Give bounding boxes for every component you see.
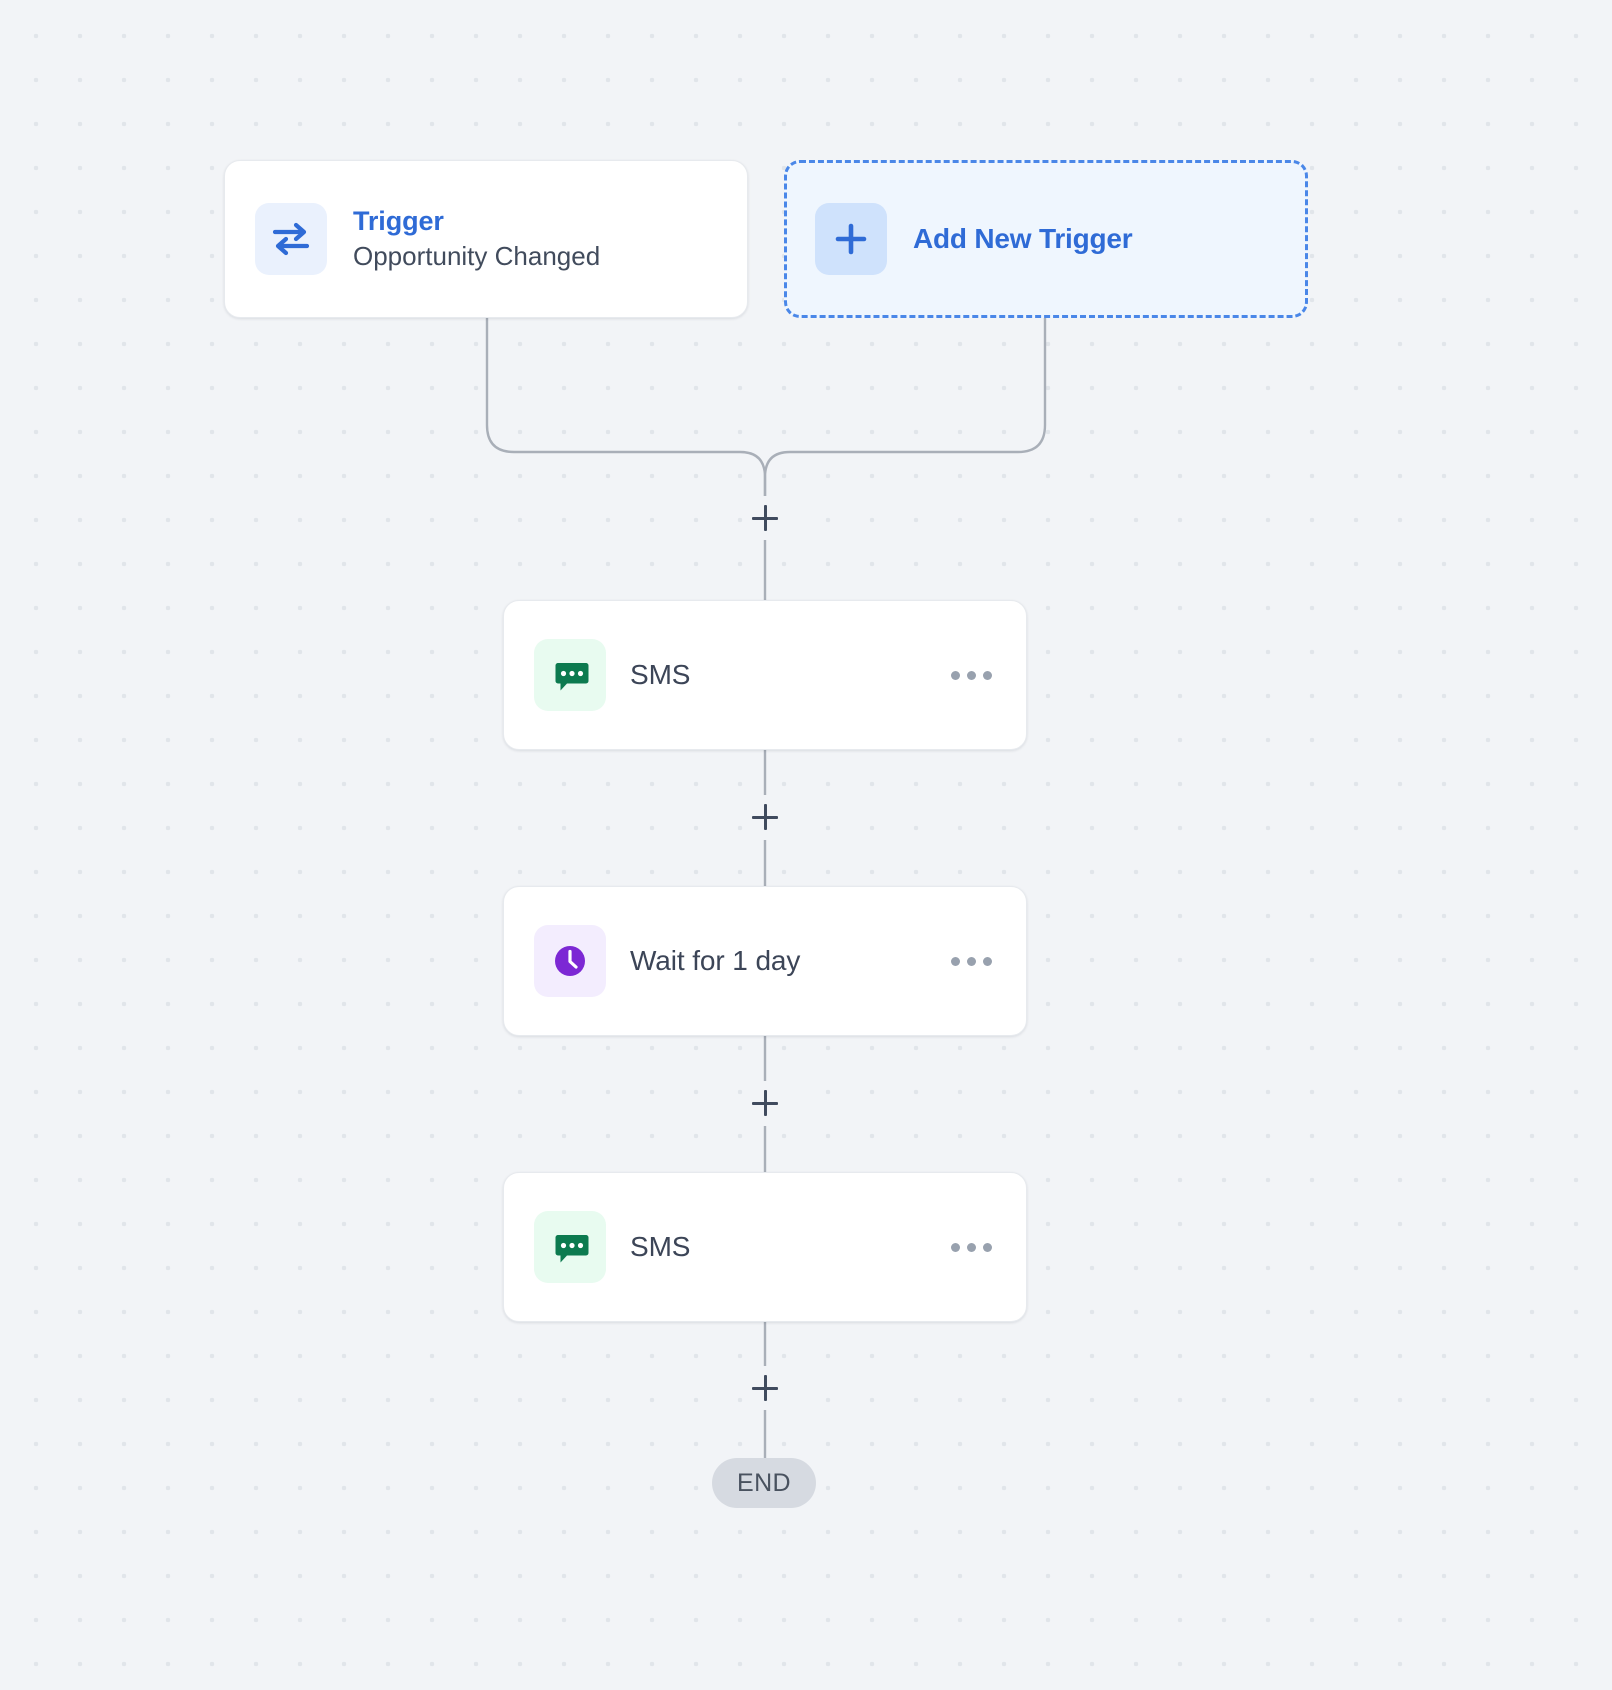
step-card-sms-2[interactable]: SMS [503,1172,1027,1322]
trigger-row: Trigger Opportunity Changed Add New Trig… [224,160,1308,318]
add-step-button-1[interactable]: + [743,496,787,540]
add-step-button-4[interactable]: + [743,1366,787,1410]
trigger-title: Trigger [353,205,444,236]
exchange-arrows-icon [255,203,327,275]
add-step-button-2[interactable]: + [743,795,787,839]
step-card-sms-1[interactable]: SMS [503,600,1027,750]
trigger-subtitle: Opportunity Changed [353,240,601,271]
plus-icon [815,203,887,275]
trigger-text: Trigger Opportunity Changed [353,206,600,272]
more-options-icon[interactable] [947,1233,996,1262]
step-label: SMS [630,659,691,690]
clock-icon [534,925,606,997]
step-label: SMS [630,1231,691,1262]
add-new-trigger-label: Add New Trigger [913,223,1133,254]
end-node: END [712,1458,816,1508]
more-options-icon[interactable] [947,947,996,976]
add-step-button-3[interactable]: + [743,1081,787,1125]
step-card-wait[interactable]: Wait for 1 day [503,886,1027,1036]
sms-chat-bubble-icon [534,639,606,711]
step-label: Wait for 1 day [630,945,801,976]
trigger-card[interactable]: Trigger Opportunity Changed [224,160,748,318]
more-options-icon[interactable] [947,661,996,690]
add-new-trigger-button[interactable]: Add New Trigger [784,160,1308,318]
sms-chat-bubble-icon [534,1211,606,1283]
